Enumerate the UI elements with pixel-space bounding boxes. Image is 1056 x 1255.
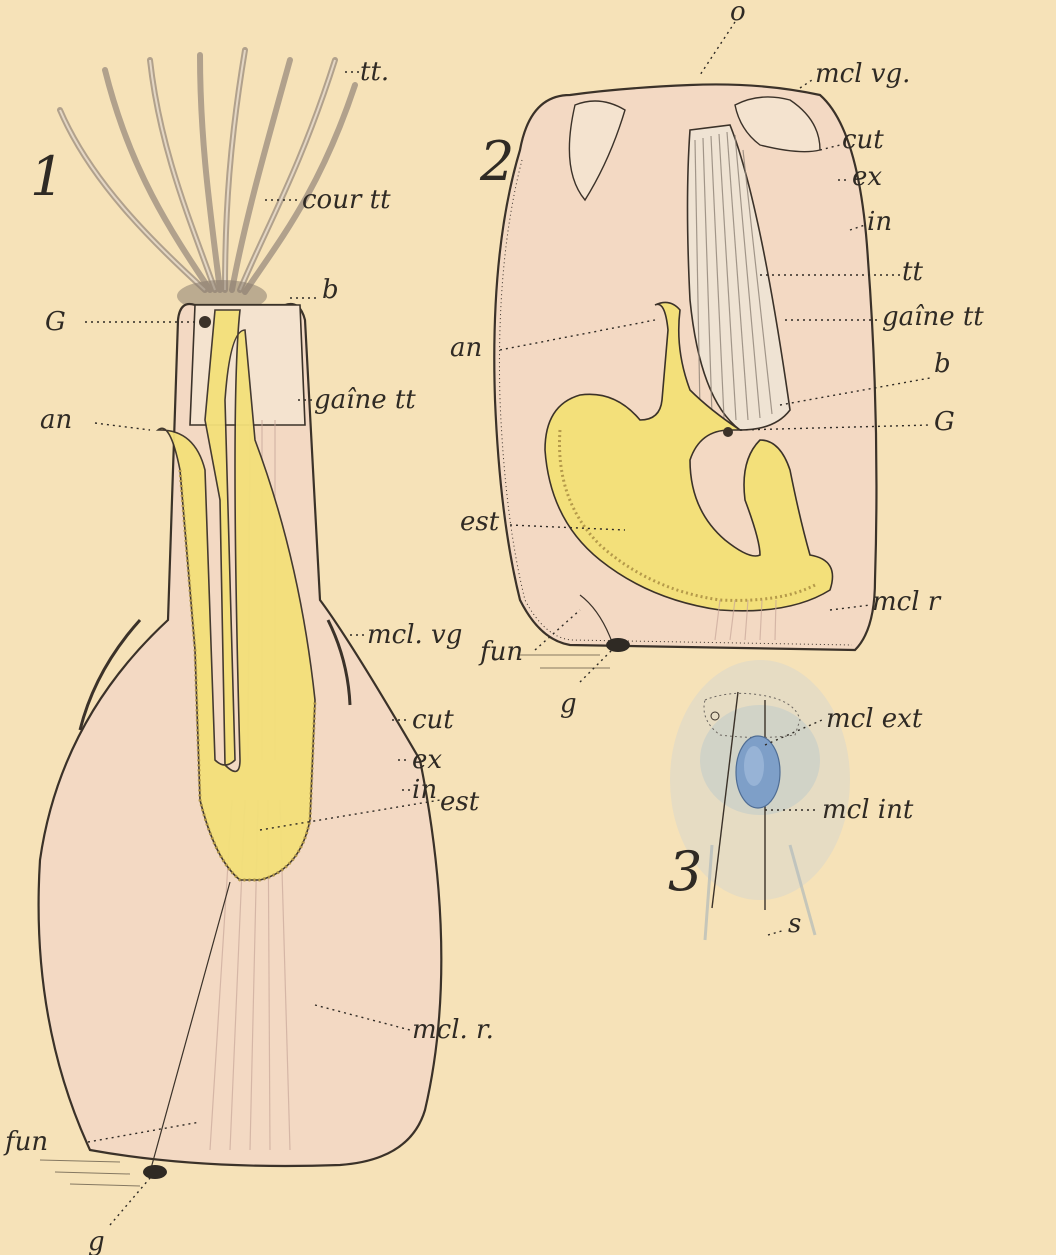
fig2-label-o: o: [730, 0, 746, 27]
fig1-label-g: g: [88, 1227, 105, 1255]
fig1-label-ex: ex: [412, 745, 442, 775]
fig2-label-ex: ex: [852, 162, 882, 192]
fig3-label-s: s: [788, 909, 801, 939]
fig2-label-b: b: [934, 349, 951, 379]
fig1-label-b: b: [322, 275, 339, 305]
fig3-number: 3: [668, 840, 702, 903]
fig2-label-fun: fun: [478, 637, 523, 667]
figure-3: 3 s mcl ext mcl int: [668, 660, 923, 940]
fig2-label-an: an: [450, 333, 482, 363]
figure-1: 1 tt. cour tt b G gaîne tt an mcl. vg cu…: [3, 50, 494, 1255]
fig1-label-mcl-r: mcl. r.: [412, 1015, 494, 1045]
fig3-label-mcl-int: mcl int: [822, 795, 914, 825]
fig2-label-mcl-r: mcl r: [872, 587, 942, 617]
fig2-label-g: g: [560, 689, 577, 719]
fig2-label-est: est: [460, 507, 500, 537]
fig1-label-an: an: [40, 405, 72, 435]
figure-2: 2 o mcl vg. cut ex in tt gaîne tt an b G…: [450, 0, 984, 719]
fig1-label-tt: tt.: [360, 57, 389, 87]
fig2-label-mcl-vg: mcl vg.: [815, 59, 910, 89]
fig1-label-cour-tt: cour tt: [302, 185, 391, 215]
fig1-label-mcl-vg: mcl. vg: [367, 620, 462, 650]
fig1-number: 1: [30, 145, 64, 208]
fig2-ganglion-g: [606, 638, 630, 652]
fig2-label-cut: cut: [842, 125, 884, 155]
fig1-label-est: est: [440, 787, 480, 817]
fig1-label-cut: cut: [412, 705, 454, 735]
fig2-label-G: G: [934, 407, 955, 437]
fig2-ganglion-G: [723, 427, 733, 437]
fig1-label-fun: fun: [3, 1127, 48, 1157]
fig2-label-tt: tt: [902, 257, 923, 287]
fig2-number: 2: [479, 130, 514, 193]
fig1-ganglion-G: [199, 316, 211, 328]
fig1-label-G: G: [45, 307, 66, 337]
fig1-label-gaine-tt: gaîne tt: [314, 385, 416, 415]
fig2-label-in: in: [867, 207, 892, 237]
fig3-label-mcl-ext: mcl ext: [826, 704, 923, 734]
fig1-tentacle-crown: [60, 50, 355, 292]
fig2-label-gaine-tt: gaîne tt: [882, 302, 984, 332]
fig1-ganglion-g: [143, 1165, 167, 1179]
